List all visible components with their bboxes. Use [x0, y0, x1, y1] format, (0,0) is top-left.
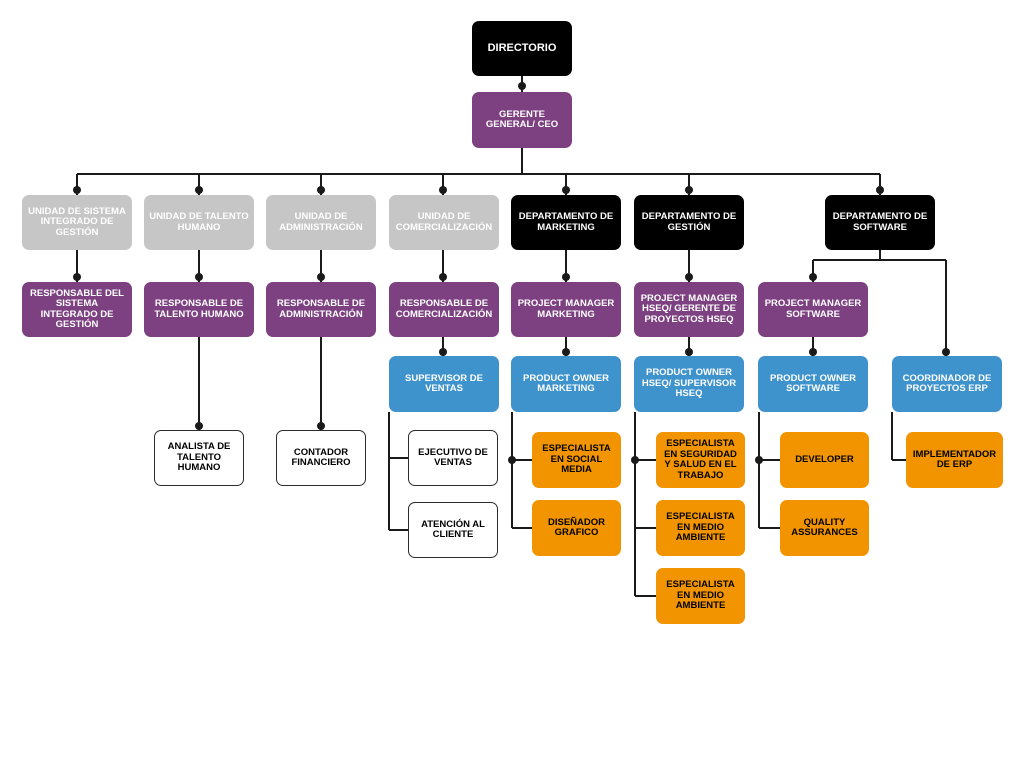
node-supervisor-ventas: SUPERVISOR DE VENTAS	[389, 356, 499, 412]
node-especialista-seguridad-salud: ESPECIALISTA EN SEGURIDAD Y SALUD EN EL …	[656, 432, 745, 488]
node-developer: DEVELOPER	[780, 432, 869, 488]
node-disenador-grafico: DISEÑADOR GRAFICO	[532, 500, 621, 556]
node-especialista-medio-ambiente-2: ESPECIALISTA EN MEDIO AMBIENTE	[656, 568, 745, 624]
node-unidad-talento-humano: UNIDAD DE TALENTO HUMANO	[144, 195, 254, 250]
node-responsable-sig: RESPONSABLE DEL SISTEMA INTEGRADO DE GES…	[22, 282, 132, 337]
node-unidad-comercializacion: UNIDAD DE COMERCIALIZACIÓN	[389, 195, 499, 250]
node-contador-financiero: CONTADOR FINANCIERO	[276, 430, 366, 486]
node-ejecutivo-ventas: EJECUTIVO DE VENTAS	[408, 430, 498, 486]
node-responsable-talento-humano: RESPONSABLE DE TALENTO HUMANO	[144, 282, 254, 337]
node-product-owner-marketing: PRODUCT OWNER MARKETING	[511, 356, 621, 412]
node-unidad-sig: UNIDAD DE SISTEMA INTEGRADO DE GESTIÓN	[22, 195, 132, 250]
node-product-owner-hseq: PRODUCT OWNER HSEQ/ SUPERVISOR HSEQ	[634, 356, 744, 412]
node-atencion-cliente: ATENCIÓN AL CLIENTE	[408, 502, 498, 558]
node-unidad-administracion: UNIDAD DE ADMINISTRACIÓN	[266, 195, 376, 250]
node-quality-assurances: QUALITY ASSURANCES	[780, 500, 869, 556]
node-responsable-administracion: RESPONSABLE DE ADMINISTRACIÓN	[266, 282, 376, 337]
node-analista-talento-humano: ANALISTA DE TALENTO HUMANO	[154, 430, 244, 486]
node-gerente-general: GERENTE GENERAL/ CEO	[472, 92, 572, 148]
node-project-manager-hseq: PROJECT MANAGER HSEQ/ GERENTE DE PROYECT…	[634, 282, 744, 337]
node-departamento-software: DEPARTAMENTO DE SOFTWARE	[825, 195, 935, 250]
node-product-owner-software: PRODUCT OWNER SOFTWARE	[758, 356, 868, 412]
node-project-manager-marketing: PROJECT MANAGER MARKETING	[511, 282, 621, 337]
node-coordinador-proyectos-erp: COORDINADOR DE PROYECTOS ERP	[892, 356, 1002, 412]
node-implementador-erp: IMPLEMENTADOR DE ERP	[906, 432, 1003, 488]
node-responsable-comercializacion: RESPONSABLE DE COMERCIALIZACIÓN	[389, 282, 499, 337]
node-project-manager-software: PROJECT MANAGER SOFTWARE	[758, 282, 868, 337]
node-departamento-gestion: DEPARTAMENTO DE GESTIÓN	[634, 195, 744, 250]
node-departamento-marketing: DEPARTAMENTO DE MARKETING	[511, 195, 621, 250]
node-especialista-medio-ambiente-1: ESPECIALISTA EN MEDIO AMBIENTE	[656, 500, 745, 556]
node-directorio: DIRECTORIO	[472, 21, 572, 76]
node-especialista-social-media: ESPECIALISTA EN SOCIAL MEDIA	[532, 432, 621, 488]
